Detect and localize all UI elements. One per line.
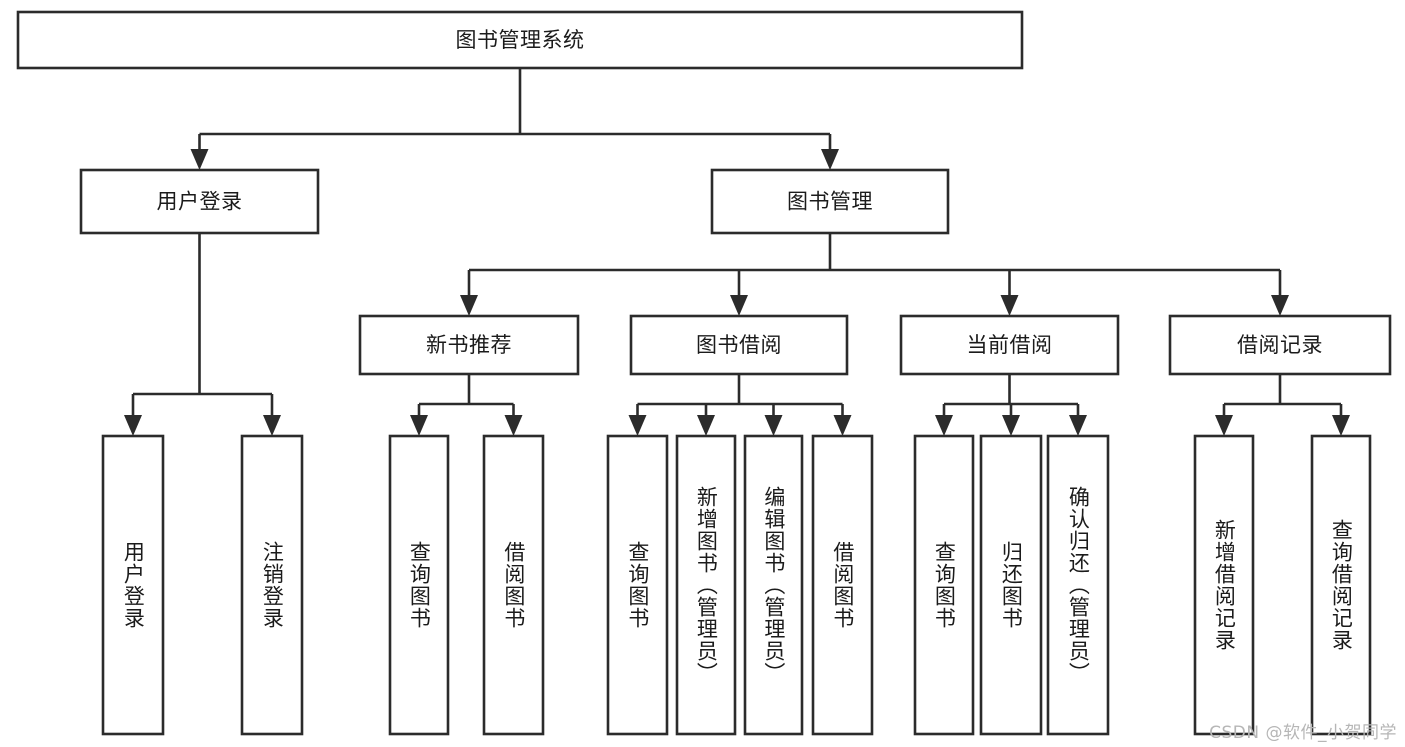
node-box-leaf-query-book-borrow[interactable] [606,434,669,736]
node-label-root: 图书管理系统 [456,28,585,52]
arrow-head-leaf-logout [263,415,281,436]
node-box-leaf-edit-book[interactable] [743,434,804,736]
arrow-head-leaf-return-book [1002,415,1020,436]
node-box-leaf-query-book-rec[interactable] [388,434,450,736]
node-box-borrow-record[interactable] [1168,314,1392,376]
arrow-head-leaf-add-book [697,415,715,436]
conn-current-leaves [935,374,1087,436]
arrow-head-user-login [190,149,209,170]
arrow-head-leaf-query-book-rec [410,415,428,436]
node-label-current-borrow: 当前借阅 [967,333,1053,357]
arrow-head-leaf-query-book-borrow [628,415,647,436]
node-label-borrow-record: 借阅记录 [1237,333,1323,357]
node-box-leaf-return-book[interactable] [979,434,1043,736]
conn-root-l2 [190,68,839,170]
node-box-layer [16,10,1392,736]
node-box-book-manage[interactable] [710,168,950,235]
arrow-head-leaf-query-record [1332,415,1350,436]
node-label-user-login: 用户登录 [157,190,243,214]
node-box-root[interactable] [16,10,1024,70]
arrow-head-leaf-query-book-cur [935,415,953,436]
arrow-head-leaf-borrow-book [833,415,852,436]
arrow-head-leaf-borrow-book-rec [504,415,523,436]
node-box-current-borrow[interactable] [899,314,1120,376]
arrow-head-new-book-recommend [460,295,478,316]
node-label-book-borrow: 图书借阅 [696,333,782,357]
conn-bookmanage-l3 [460,233,1289,316]
arrow-head-borrow-record [1271,295,1289,316]
conn-borrow-leaves [628,374,852,436]
node-label-book-manage: 图书管理 [787,190,873,214]
node-box-leaf-borrow-book[interactable] [811,434,874,736]
node-label-new-book-recommend: 新书推荐 [426,333,512,357]
node-box-leaf-confirm-return[interactable] [1046,434,1110,736]
node-box-leaf-query-book-cur[interactable] [913,434,975,736]
arrow-head-leaf-confirm-return [1069,415,1087,436]
conn-recommend-leaves [410,374,523,436]
node-box-leaf-logout[interactable] [240,434,304,736]
node-box-leaf-add-book[interactable] [675,434,737,736]
watermark-credit: CSDN @软件_小贺同学 [1209,723,1397,743]
arrow-head-leaf-user-login [124,415,142,436]
node-box-user-login[interactable] [79,168,320,235]
conn-userlogin-leaves [124,233,281,436]
node-box-leaf-add-record[interactable] [1193,434,1255,736]
arrow-head-book-borrow [730,295,748,316]
node-box-leaf-borrow-book-rec[interactable] [482,434,545,736]
arrow-head-leaf-edit-book [764,415,783,436]
node-box-new-book-recommend[interactable] [358,314,580,376]
arrow-head-book-manage [821,149,839,170]
arrow-head-leaf-add-record [1215,415,1233,436]
conn-record-leaves [1215,374,1350,436]
connector-layer [124,68,1350,436]
node-box-leaf-user-login[interactable] [101,434,165,736]
arrow-head-current-borrow [1000,295,1019,316]
node-box-book-borrow[interactable] [629,314,849,376]
node-box-leaf-query-record[interactable] [1310,434,1372,736]
